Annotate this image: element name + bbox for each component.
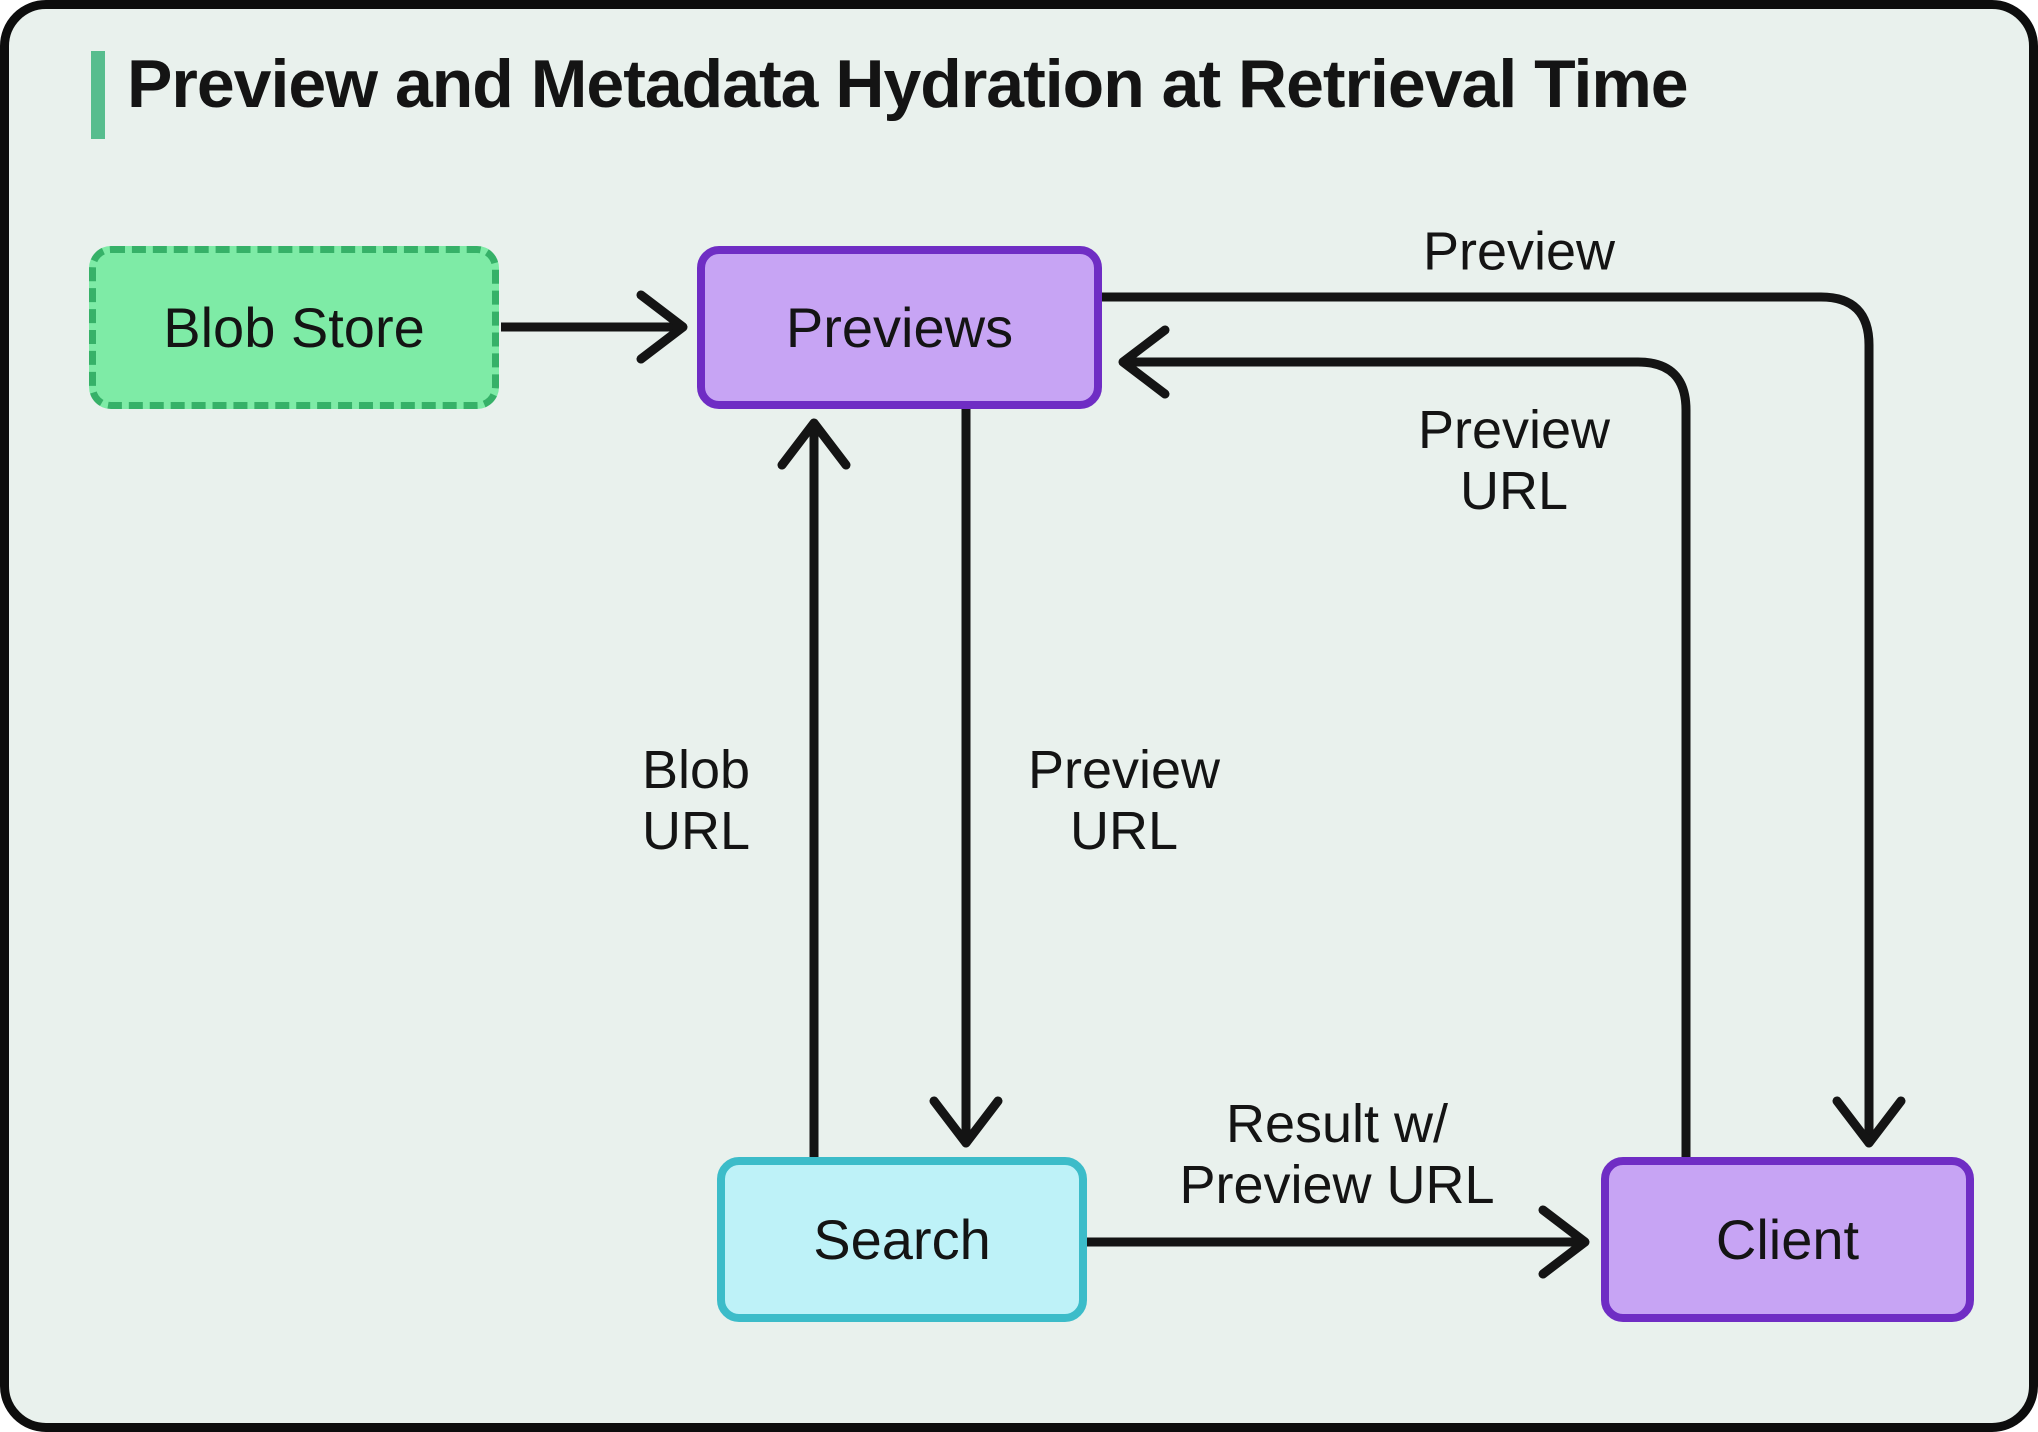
edge-label-preview: Preview xyxy=(1422,221,1616,282)
edge-label-result-w-preview-url: Result w/ Preview URL xyxy=(1179,1093,1495,1215)
node-client: Client xyxy=(1601,1157,1974,1322)
page-title: Preview and Metadata Hydration at Retrie… xyxy=(127,46,1689,122)
node-previews: Previews xyxy=(697,246,1102,409)
node-client-label: Client xyxy=(1715,1208,1860,1271)
edge-label-preview-url-right: Preview URL xyxy=(1417,399,1611,521)
edge-label-preview-url-mid: Preview URL xyxy=(1027,739,1221,861)
node-previews-label: Previews xyxy=(785,296,1014,359)
title-accent-bar xyxy=(91,51,105,139)
edge-label-blob-url: Blob URL xyxy=(641,739,751,861)
node-blob-store-label: Blob Store xyxy=(163,296,425,359)
node-blob-store: Blob Store xyxy=(89,246,499,409)
node-search-label: Search xyxy=(813,1208,991,1271)
node-search: Search xyxy=(717,1157,1087,1322)
